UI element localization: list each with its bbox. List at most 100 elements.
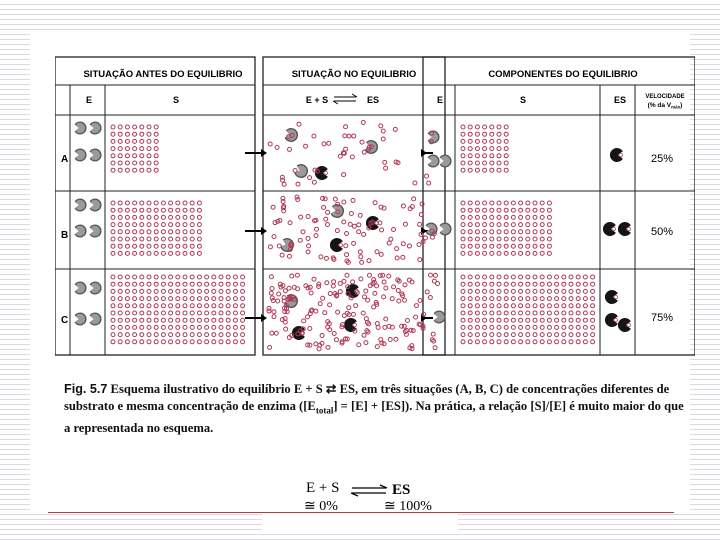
substrate-dot-before-c: [190, 282, 194, 286]
substrate-dot-components-c: [569, 325, 573, 329]
substrate-dot-before-c: [118, 325, 122, 329]
substrate-dot-components-c: [562, 333, 566, 337]
substrate-dot-equilibrium-b: [277, 244, 281, 248]
substrate-dot-before-b: [190, 215, 194, 219]
substrate-dot-equilibrium-c: [274, 331, 278, 335]
substrate-dot-components-c: [519, 275, 523, 279]
substrate-dot-before-b: [190, 251, 194, 255]
substrate-dot-before-c: [212, 282, 216, 286]
substrate-dot-components-c: [562, 282, 566, 286]
substrate-dot-before-c: [183, 297, 187, 301]
substrate-dot-equilibrium-c: [357, 343, 361, 347]
substrate-dot-components-a: [504, 161, 508, 165]
substrate-dot-components-c: [533, 325, 537, 329]
substrate-dot-equilibrium-b: [315, 227, 319, 231]
substrate-dot-before-b: [161, 215, 165, 219]
substrate-dot-equilibrium-c: [375, 345, 379, 349]
substrate-dot-components-b: [526, 215, 530, 219]
substrate-dot-before-a: [125, 132, 129, 136]
substrate-dot-before-b: [140, 230, 144, 234]
substrate-dot-components-b: [504, 230, 508, 234]
substrate-dot-before-b: [183, 251, 187, 255]
substrate-dot-components-a: [461, 147, 465, 151]
caption-subscript: total: [316, 406, 334, 416]
substrate-dot-components-b: [511, 201, 515, 205]
row-label-a: A: [61, 154, 68, 165]
substrate-dot-components-c: [540, 311, 544, 315]
substrate-dot-equilibrium-c: [309, 291, 313, 295]
table-headers: SITUAÇÃO ANTES DO EQUILIBRIO SITUAÇÃO NO…: [83, 69, 684, 110]
substrate-dot-before-c: [241, 325, 245, 329]
substrate-dot-components-b: [490, 223, 494, 227]
substrate-dot-before-c: [161, 304, 165, 308]
substrate-dot-components-c: [555, 311, 559, 315]
substrate-dot-equilibrium-c: [284, 327, 288, 331]
substrate-dot-components-b: [475, 251, 479, 255]
substrate-dot-before-a: [125, 161, 129, 165]
substrate-dot-components-c: [540, 275, 544, 279]
substrate-dot-before-c: [140, 311, 144, 315]
substrate-dot-components-c: [497, 297, 501, 301]
substrate-dot-before-b: [154, 237, 158, 241]
substrate-dot-equilibrium-c: [422, 312, 426, 316]
substrate-dot-components-b: [468, 230, 472, 234]
enzyme-free-icon: [330, 203, 345, 219]
substrate-dot-components-c: [576, 318, 580, 322]
substrate-dot-before-c: [147, 304, 151, 308]
substrate-dot-equilibrium-b: [268, 245, 272, 249]
substrate-dot-components-b: [483, 251, 487, 255]
substrate-dot-before-b: [154, 244, 158, 248]
substrate-dot-before-c: [183, 325, 187, 329]
substrate-dot-before-a: [140, 161, 144, 165]
substrate-dot-before-b: [133, 208, 137, 212]
substrate-dot-before-c: [205, 297, 209, 301]
substrate-dot-components-c: [526, 289, 530, 293]
substrate-dot-equilibrium-b: [358, 250, 362, 254]
substrate-dot-before-c: [140, 297, 144, 301]
substrate-dot-components-c: [533, 282, 537, 286]
substrate-dot-equilibrium-c: [418, 298, 422, 302]
substrate-dot-before-a: [154, 139, 158, 143]
substrate-dot-before-c: [125, 282, 129, 286]
panel-border: [263, 57, 445, 355]
substrate-dot-before-b: [161, 230, 165, 234]
enzyme-substrate-complex-icon: [603, 222, 616, 236]
substrate-dot-components-c: [591, 340, 595, 344]
substrate-dot-components-c: [591, 297, 595, 301]
substrate-dot-before-a: [111, 147, 115, 151]
substrate-dot-before-c: [125, 289, 129, 293]
substrate-dot-equilibrium-b: [418, 258, 422, 262]
substrate-dot-before-b: [140, 251, 144, 255]
substrate-dot-before-a: [147, 147, 151, 151]
substrate-dot-before-c: [190, 333, 194, 337]
substrate-dot-components-b: [483, 208, 487, 212]
substrate-dot-components-a: [504, 154, 508, 158]
substrate-dot-before-c: [226, 340, 230, 344]
substrate-dot-components-b: [519, 237, 523, 241]
substrate-dot-equilibrium-c: [364, 289, 368, 293]
substrate-dot-before-c: [154, 311, 158, 315]
substrate-dot-before-c: [118, 340, 122, 344]
arrow-head: [421, 149, 427, 157]
substrate-dot-components-c: [547, 325, 551, 329]
substrate-dot-equilibrium-c: [382, 280, 386, 284]
substrate-dot-equilibrium-c: [388, 338, 392, 342]
substrate-dot-components-b: [511, 237, 515, 241]
substrate-dot-before-c: [161, 340, 165, 344]
substrate-dot-components-c: [468, 333, 472, 337]
substrate-dot-before-b: [197, 230, 201, 234]
substrate-dot-components-a: [497, 139, 501, 143]
substrate-dot-before-b: [169, 223, 173, 227]
substrate-dot-before-c: [233, 297, 237, 301]
substrate-dot-before-c: [169, 340, 173, 344]
substrate-dot-components-b: [461, 244, 465, 248]
substrate-dot-components-c: [569, 304, 573, 308]
substrate-dot-components-c: [562, 297, 566, 301]
substrate-dot-before-b: [197, 201, 201, 205]
substrate-dot-before-c: [161, 282, 165, 286]
substrate-dot-equilibrium-c: [387, 274, 391, 278]
substrate-dot-before-c: [133, 318, 137, 322]
substrate-dot-components-c: [540, 333, 544, 337]
substrate-dot-components-c: [526, 340, 530, 344]
equilibrium-equation-box: E + S ES ≅ 0% ≅ 100%: [262, 464, 458, 532]
